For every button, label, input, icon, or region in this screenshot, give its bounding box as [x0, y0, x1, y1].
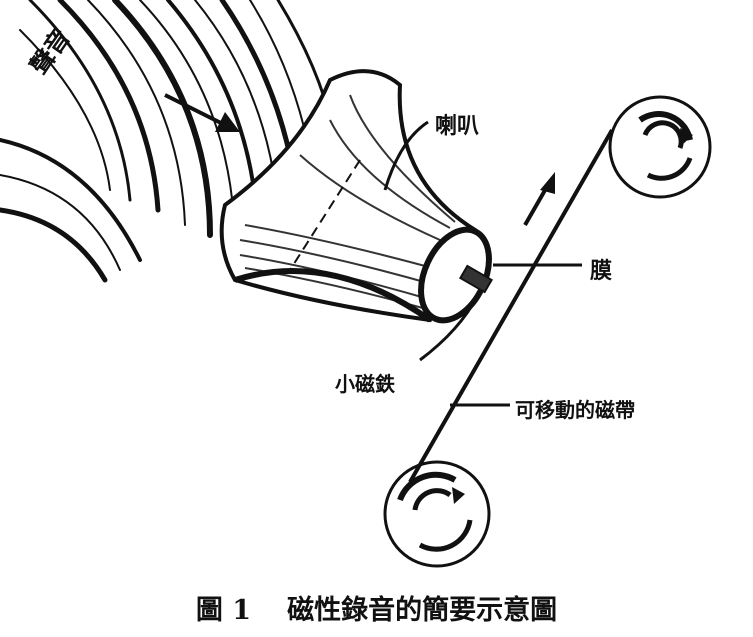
- leader-lines: [383, 120, 582, 407]
- tape: [408, 129, 614, 483]
- label-horn: 喇叭: [435, 114, 480, 139]
- label-moving-tape: 可移動的磁帶: [515, 398, 635, 422]
- tape-motion-arrow: [523, 172, 555, 226]
- figure-number: 圖 1: [195, 595, 252, 626]
- small-magnet: [459, 264, 493, 294]
- horn: [219, 69, 478, 323]
- sound-wave-arcs: [0, 0, 341, 286]
- sound-direction-arrow: [164, 93, 240, 132]
- tape-reel-bottom: [383, 460, 491, 568]
- label-membrane: 膜: [590, 259, 613, 284]
- label-small-magnet: 小磁鉄: [335, 372, 395, 396]
- caption-text: 磁性錄音的簡要示意圖: [287, 595, 558, 626]
- figure-caption: 圖 1 磁性錄音的簡要示意圖: [0, 588, 753, 627]
- tape-reel-top: [608, 95, 712, 199]
